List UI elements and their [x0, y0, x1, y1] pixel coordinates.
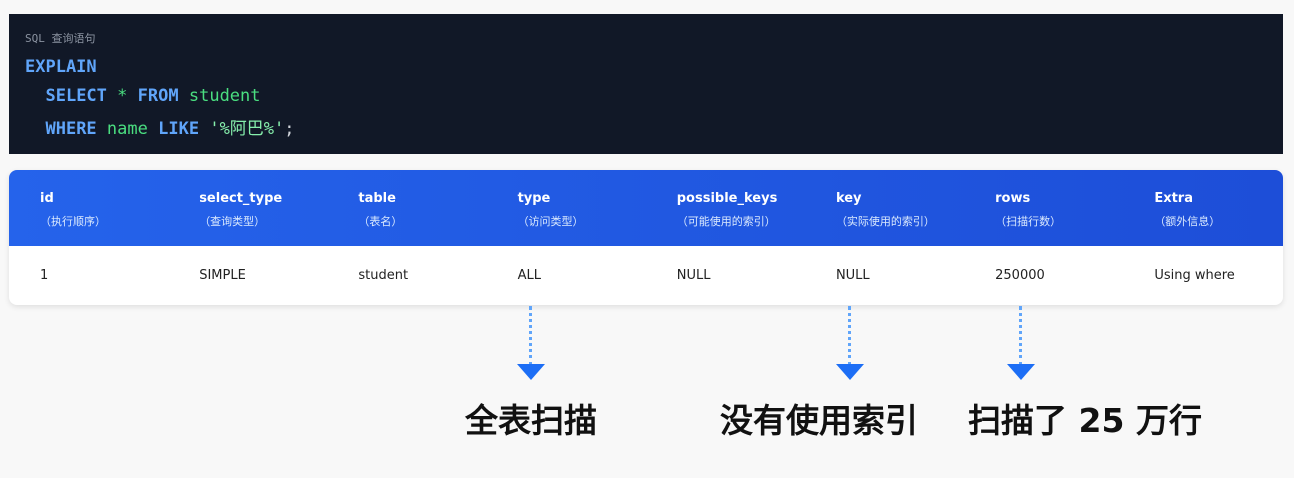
explain-result-table: for(let i=0;i<8;i++)document.write('<div… [9, 170, 1283, 305]
column-desc: （额外信息） [1154, 215, 1221, 228]
identifier: student [188, 86, 261, 106]
column-name: rows [995, 191, 1031, 206]
annotation-rows-scanned: 扫描了 25 万行 [968, 401, 1202, 440]
column-header: type （访问类型） [518, 170, 677, 246]
table-header: for(let i=0;i<8;i++)document.write('<div… [9, 170, 1283, 246]
keyword: SELECT [45, 86, 107, 106]
code-line-2: SELECT * FROM student [25, 86, 261, 106]
code-line-1: EXPLAIN [25, 57, 97, 77]
arrow-down-icon [517, 306, 545, 380]
arrow-down-icon [1007, 306, 1035, 380]
column-header: Extra （额外信息） [1154, 170, 1283, 246]
table-cell: student [358, 268, 409, 283]
column-desc: （可能使用的索引） [676, 215, 776, 228]
column-name: key [835, 191, 862, 206]
column-desc: （实际使用的索引） [835, 215, 935, 228]
column-header: table （表名） [358, 170, 517, 246]
keyword: LIKE [158, 119, 200, 139]
code-label: SQL 查询语句 [25, 32, 96, 45]
column-name: table [358, 191, 396, 206]
string-literal: '%阿巴%' [209, 119, 285, 139]
semicolon: ; [284, 119, 295, 139]
table-row: for(let i=0;i<8;i++)document.write('<div… [9, 246, 1283, 305]
table-cell: ALL [517, 268, 541, 283]
column-name: select_type [199, 191, 283, 206]
column-name: possible_keys [676, 191, 778, 206]
table-cell: SIMPLE [199, 268, 246, 283]
arrow-down-icon [836, 306, 864, 380]
column-header: id （执行顺序） [40, 170, 199, 246]
column-desc: （查询类型） [199, 215, 266, 228]
keyword: EXPLAIN [25, 57, 97, 77]
table-cell: NULL [835, 268, 870, 283]
column-header: select_type （查询类型） [199, 170, 358, 246]
column-desc: （表名） [358, 215, 403, 228]
column-desc: （扫描行数） [995, 215, 1062, 228]
column-name: type [517, 191, 551, 206]
table-cell: NULL [676, 268, 711, 283]
code-line-3: WHERE name LIKE '%阿巴%'; [25, 114, 295, 139]
keyword: FROM [137, 86, 179, 106]
operator: * [117, 86, 128, 106]
sql-code-block: SQL 查询语句 EXPLAIN SELECT * FROM student W… [9, 14, 1283, 154]
table-cell: 250000 [995, 268, 1045, 283]
table-cell: 1 [40, 268, 49, 283]
column-name: id [40, 191, 54, 206]
column-desc: （访问类型） [517, 215, 584, 228]
annotation-full-scan: 全表扫描 [465, 401, 597, 440]
column-header: key （实际使用的索引） [836, 170, 995, 246]
column-header: rows （扫描行数） [995, 170, 1154, 246]
table-cell: Using where [1154, 268, 1235, 283]
annotation-no-index: 没有使用索引 [720, 401, 918, 440]
keyword: WHERE [45, 119, 97, 139]
column-name: Extra [1154, 191, 1193, 206]
column-desc: （执行顺序） [40, 215, 106, 228]
identifier: name [106, 119, 148, 139]
column-header: possible_keys （可能使用的索引） [677, 170, 836, 246]
